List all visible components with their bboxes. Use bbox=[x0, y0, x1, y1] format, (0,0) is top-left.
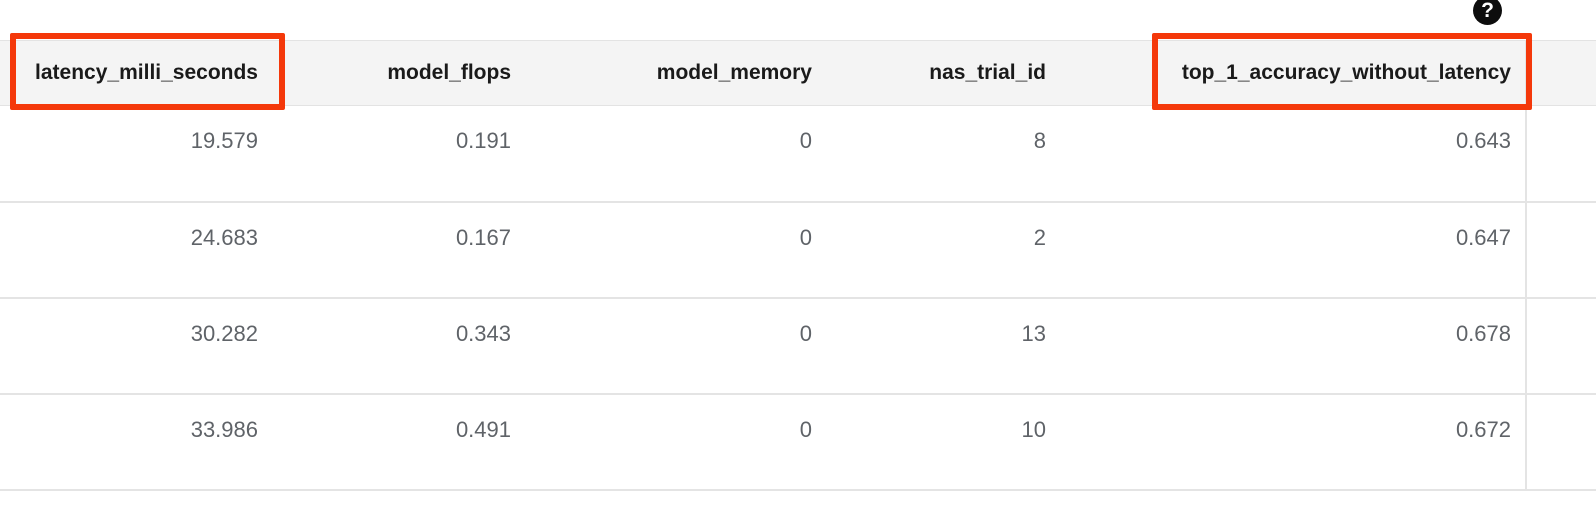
cell-model-flops: 0.167 bbox=[272, 200, 525, 298]
table-row[interactable]: 30.282 0.343 0 13 0.678 bbox=[0, 296, 1596, 394]
table-row[interactable]: 19.579 0.191 0 8 0.643 bbox=[0, 105, 1596, 202]
cell-nas-trial-id: 10 bbox=[826, 392, 1060, 491]
results-table: latency_milli_seconds model_flops model_… bbox=[0, 40, 1596, 491]
cell-latency-milli-seconds: 30.282 bbox=[0, 296, 272, 394]
cell-model-flops: 0.191 bbox=[455, 128, 511, 153]
cell-nas-trial-id: 2 bbox=[826, 200, 1060, 298]
help-icon[interactable]: ? bbox=[1473, 0, 1502, 25]
column-header-model-memory[interactable]: model_memory bbox=[525, 40, 826, 106]
column-header-overflow bbox=[1525, 40, 1596, 106]
cell-model-flops: 0.491 bbox=[272, 392, 525, 491]
table-row[interactable]: 24.683 0.167 0 2 0.647 bbox=[0, 200, 1596, 298]
cell-latency-milli-seconds: 24.683 bbox=[0, 200, 272, 298]
table-header-row: latency_milli_seconds model_flops model_… bbox=[0, 40, 1596, 106]
table-header: latency_milli_seconds model_flops model_… bbox=[0, 40, 1596, 106]
cell-model-memory: 0 bbox=[799, 128, 812, 153]
cell-nas-trial-id: 8 bbox=[1033, 128, 1046, 153]
column-header-latency-milli-seconds[interactable]: latency_milli_seconds bbox=[0, 40, 272, 106]
column-header-top-1-accuracy-without-latency[interactable]: top_1_accuracy_without_latency bbox=[1060, 40, 1526, 106]
cell-latency-milli-seconds: 33.986 bbox=[0, 392, 272, 491]
cell-model-memory: 0 bbox=[525, 296, 826, 394]
cell-latency-milli-seconds: 19.579 bbox=[190, 128, 258, 153]
cell-nas-trial-id: 13 bbox=[826, 296, 1060, 394]
cell-overflow bbox=[1525, 200, 1596, 298]
cell-top-1-accuracy-without-latency: 0.647 bbox=[1060, 200, 1526, 298]
cell-top-1-accuracy-without-latency: 0.678 bbox=[1060, 296, 1526, 394]
cell-model-memory: 0 bbox=[525, 200, 826, 298]
cell-top-1-accuracy-without-latency: 0.672 bbox=[1060, 392, 1526, 491]
cell-top-1-accuracy-without-latency: 0.643 bbox=[1455, 128, 1511, 153]
cell-model-flops: 0.343 bbox=[272, 296, 525, 394]
table-row[interactable]: 33.986 0.491 0 10 0.672 bbox=[0, 392, 1596, 491]
table-body: 19.579 0.191 0 8 0.643 24.683 0.167 0 2 … bbox=[0, 105, 1596, 491]
cell-overflow bbox=[1525, 296, 1596, 394]
cell-overflow bbox=[1525, 392, 1596, 491]
column-header-model-flops[interactable]: model_flops bbox=[272, 40, 525, 106]
cell-model-memory: 0 bbox=[525, 392, 826, 491]
cell-overflow bbox=[1525, 105, 1596, 202]
column-header-nas-trial-id[interactable]: nas_trial_id bbox=[826, 40, 1060, 106]
